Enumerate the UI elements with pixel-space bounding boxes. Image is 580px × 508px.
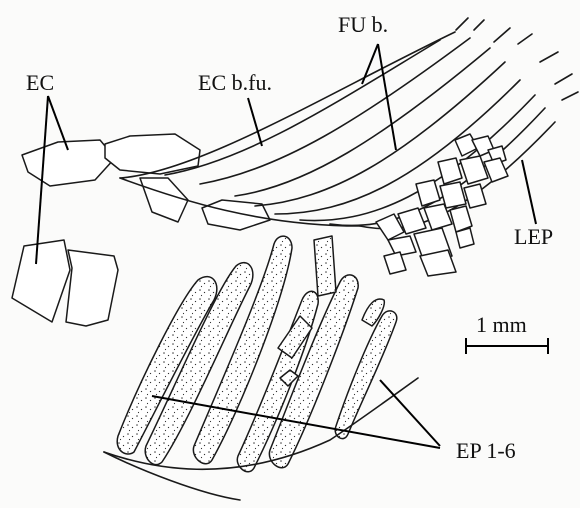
lep-seg-16 [456,228,474,248]
epurals [104,236,418,500]
scale-isolated-2 [66,250,118,326]
scale-isolated-1 [12,240,70,322]
leader-ep-b [380,380,440,446]
label-lep: LEP [514,224,553,249]
label-ep: EP 1-6 [456,438,516,463]
ec-scale-1 [22,140,115,186]
epural-fragment-2 [278,316,312,358]
fu-basal-fulcra [120,18,578,229]
scale-bar: 1 mm [466,312,548,354]
ec-scale-4 [202,200,270,230]
lepidotrichia-segments [376,134,508,276]
labels: EC EC b.fu. FU b. LEP EP 1-6 [26,12,553,463]
leader-lep [522,160,536,224]
label-fu-b: FU b. [338,12,388,37]
leader-fu-b-b [378,44,396,150]
ec-scale-3 [140,178,188,222]
epural-fragment-1 [314,236,336,296]
isolated-scales [12,240,118,326]
lep-seg-14 [388,236,416,256]
ec-scale-2 [105,134,200,174]
epural-region-base [104,452,240,500]
ray-tip-2 [474,20,484,30]
ray-tip-1 [456,18,468,30]
lep-seg-9 [464,184,486,208]
ray-tip-4 [518,34,532,44]
lep-seg-4 [438,158,462,184]
basal-fulcrum-2 [200,38,470,184]
ray-tip-5 [540,52,558,62]
ray-tip-3 [494,28,510,42]
lep-seg-7 [416,180,440,206]
label-ec-bfu: EC b.fu. [198,70,272,95]
ec-scales [22,134,270,230]
leader-ec-bfu [248,98,262,146]
lep-seg-5 [460,156,488,184]
epural-6 [335,311,397,439]
scale-bar-label: 1 mm [476,312,527,337]
ray-tip-6 [555,74,572,84]
ray-tip-7 [562,92,578,100]
label-ec: EC [26,70,54,95]
